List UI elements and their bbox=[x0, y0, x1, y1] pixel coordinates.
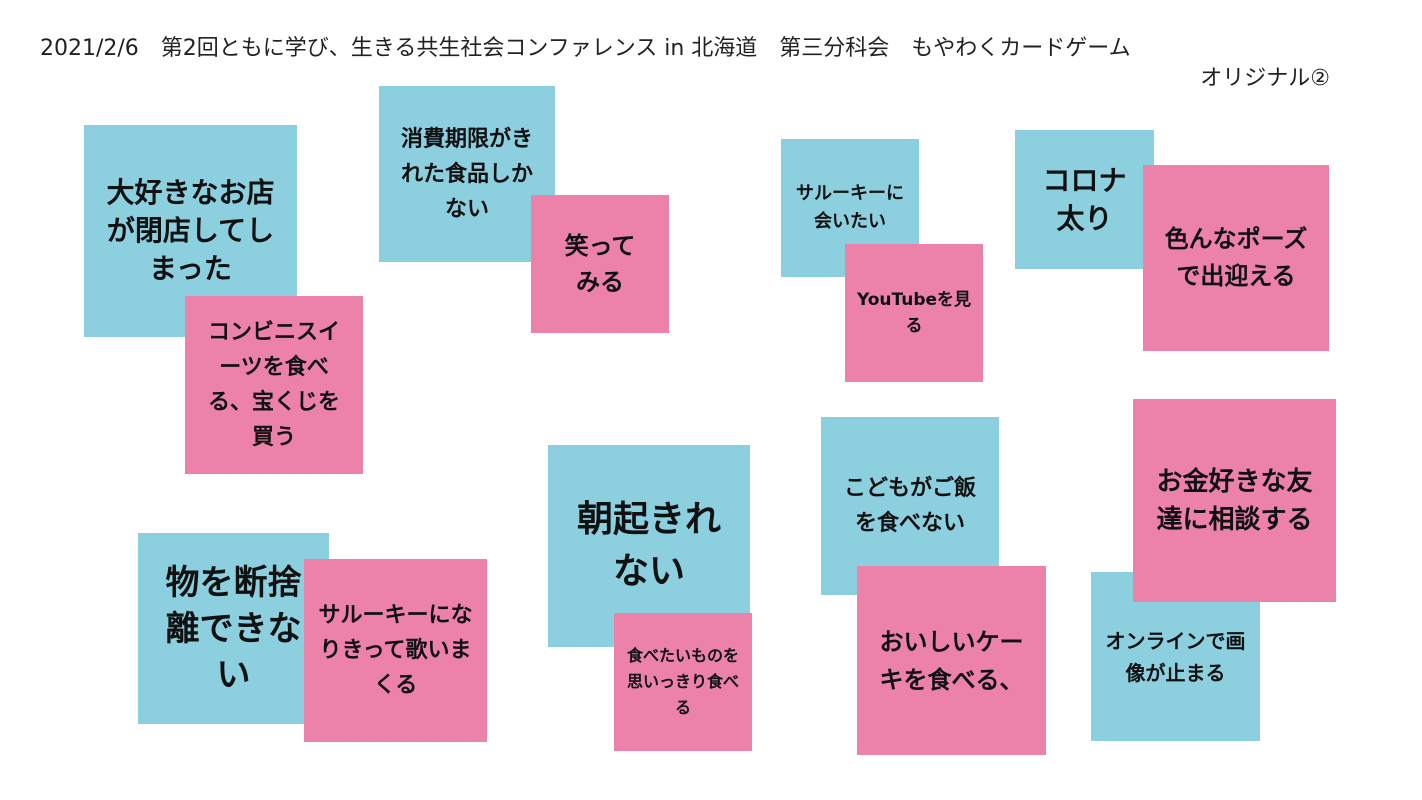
sticky-note-try-laughing: 笑ってみる bbox=[531, 195, 669, 333]
slide-title: 2021/2/6 第2回ともに学び、生きる共生社会コンファレンス in 北海道 … bbox=[40, 34, 1330, 94]
sticky-note-consult-friend: お金好きな友達に相談する bbox=[1133, 399, 1336, 602]
sticky-note-child-eating: こどもがご飯を食べない bbox=[821, 417, 999, 595]
sticky-note-eat-cake: おいしいケーキを食べる、 bbox=[857, 566, 1046, 755]
sticky-note-expired-food: 消費期限がきれた食品しかない bbox=[379, 86, 555, 262]
sticky-note-corona-weight: コロナ太り bbox=[1015, 130, 1154, 269]
title-line-1: 2021/2/6 第2回ともに学び、生きる共生社会コンファレンス in 北海道 … bbox=[40, 36, 1131, 61]
sticky-note-convenience-sweets: コンビニスイーツを食べる、宝くじを買う bbox=[185, 296, 363, 474]
sticky-note-sing-saluki: サルーキーになりきって歌いまくる bbox=[304, 559, 487, 742]
sticky-note-poses: 色んなポーズで出迎える bbox=[1143, 165, 1329, 351]
title-line-2: オリジナル② bbox=[1200, 66, 1330, 91]
sticky-note-declutter: 物を断捨離できない bbox=[138, 533, 329, 724]
sticky-note-watch-youtube: YouTubeを見る bbox=[845, 244, 983, 382]
sticky-note-eat-freely: 食べたいものを思いっきり食べる bbox=[614, 613, 752, 751]
